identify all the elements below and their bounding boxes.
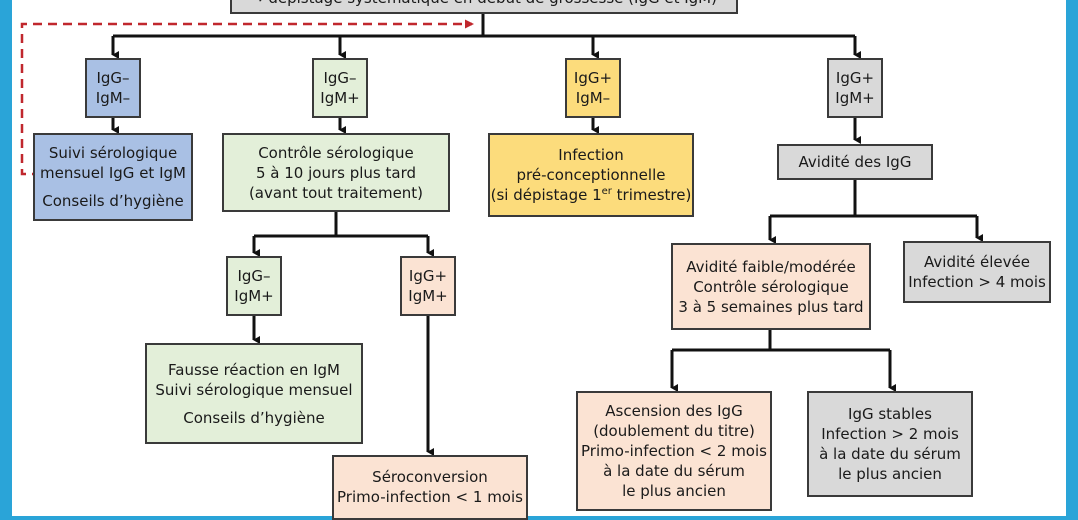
diagram-canvas: → dépistage systématique en début de gro… [12,0,1066,520]
box-text: à la date du sérum [603,462,745,480]
node-label: IgG– [323,69,357,87]
box-text: Avidité faible/modérée [686,257,856,276]
box-text: Fausse réaction en IgM [168,360,340,379]
box-igg-stables: IgG stables Infection > 2 mois à la date… [807,391,973,497]
node-label: IgG– [96,69,130,87]
box-text: pré-conceptionnelle [516,166,666,184]
box-text: Ascension des IgG [605,402,743,420]
node-label: IgG– [237,267,271,285]
box-ascension-igg: Ascension des IgG (doublement du titre) … [576,391,772,511]
box-text: Conseils d’hygiène [183,408,325,427]
node-igg-pos-igm-pos: IgG+ IgM+ [827,58,883,118]
box-text: le plus ancien [622,482,726,500]
node-label: IgM– [575,89,611,107]
box-avidite-igg: Avidité des IgG [777,144,933,180]
node-label: IgM+ [408,287,448,305]
box-text: mensuel IgG et IgM [40,164,186,182]
node-label: IgM– [95,89,131,107]
box-text: Contrôle sérologique [258,143,414,162]
top-header-text: → dépistage systématique en début de gro… [251,0,717,8]
box-text: Avidité des IgG [798,153,912,171]
box-seroconversion: Séroconversion Primo-infection < 1 mois [332,455,528,520]
connector-lines [20,12,983,456]
box-fausse-reaction: Fausse réaction en IgM Suivi sérologique… [145,343,363,444]
node-label: IgG+ [573,69,613,87]
box-text: Conseils d’hygiène [42,192,184,210]
box-text: Suivi sérologique [48,144,178,162]
box-suivi-serologique: Suivi sérologique mensuel IgG et IgM Con… [33,133,193,221]
box-text: 5 à 10 jours plus tard [255,163,416,182]
node-label: IgM+ [320,89,360,107]
box-text: Suivi sérologique mensuel [155,380,353,399]
box-controle-serologique: Contrôle sérologique 5 à 10 jours plus t… [222,133,450,212]
box-text: IgG stables [848,405,932,423]
dashed-feedback-loop [20,19,474,176]
box-avidite-faible: Avidité faible/modérée Contrôle sérologi… [671,243,871,330]
box-text: 3 à 5 semaines plus tard [678,297,864,316]
node-igg-pos-igm-pos-control: IgG+ IgM+ [400,256,456,316]
node-igg-neg-igm-neg: IgG– IgM– [85,58,141,118]
node-label: IgM+ [835,89,875,107]
node-label: IgM+ [234,287,274,305]
node-igg-neg-igm-pos: IgG– IgM+ [312,58,368,118]
box-text: à la date du sérum [819,445,961,463]
box-text: (avant tout traitement) [248,183,424,202]
box-text: Primo-infection < 1 mois [337,488,523,506]
box-text: Infection [558,146,624,164]
box-infection-preconceptionnelle: Infection pré-conceptionnelle (si dépist… [488,133,694,217]
box-text: Primo-infection < 2 mois [581,442,767,460]
box-text: le plus ancien [838,465,942,483]
box-text: Séroconversion [372,468,488,486]
box-text: Contrôle sérologique [693,277,849,296]
node-igg-neg-igm-pos-control: IgG– IgM+ [226,256,282,316]
box-text: (doublement du titre) [593,422,755,440]
box-text: Infection > 4 mois [908,273,1046,291]
top-header-box: → dépistage systématique en début de gro… [230,0,738,14]
node-label: IgG+ [835,69,875,87]
box-text: Avidité élevée [924,253,1030,271]
box-text: (si dépistage 1er trimestre) [490,186,692,204]
node-label: IgG+ [408,267,448,285]
box-avidite-elevee: Avidité élevée Infection > 4 mois [903,241,1051,303]
node-igg-pos-igm-neg: IgG+ IgM– [565,58,621,118]
box-text: Infection > 2 mois [821,425,959,443]
